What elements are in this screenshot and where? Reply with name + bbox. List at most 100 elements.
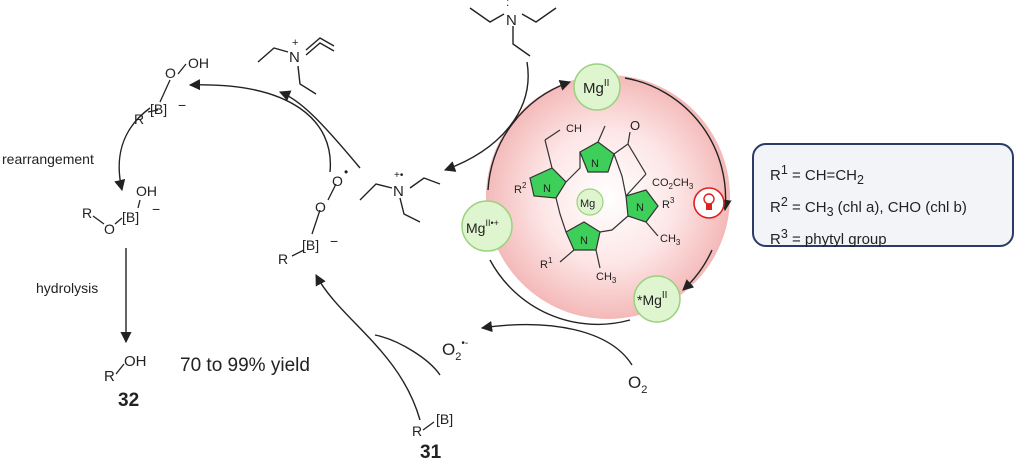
co2ch3-tail: CH: [673, 177, 689, 189]
n-label-1: N: [543, 183, 551, 195]
rearrangement-label: rearrangement: [2, 151, 94, 167]
superoxide-o: O: [442, 340, 455, 359]
hp-boron: [B]: [150, 101, 167, 117]
hp-o1: O: [165, 65, 176, 81]
perox-r: R: [278, 251, 288, 267]
mg-center-label: Mg: [580, 198, 595, 210]
sub-bond: [422, 421, 435, 431]
n-label-4: N: [580, 235, 588, 247]
r2-label: R: [514, 184, 522, 196]
iminium-charge: +: [292, 37, 298, 49]
hp-oh: OH: [188, 55, 209, 71]
hydroperoxy-boronate: [147, 63, 187, 113]
bor-r: R: [82, 205, 92, 221]
mg-excited-sup: II: [662, 290, 668, 301]
legend-r2-label: R: [770, 199, 781, 216]
radical-cation-charge: +•: [394, 170, 404, 181]
ch3-bottom-sub: 3: [612, 276, 617, 285]
co2ch3-sub: 2: [669, 182, 674, 191]
cycle-arrow-lower-right: [682, 249, 713, 291]
mg-center-circle: [576, 188, 604, 216]
boronate-oxidation-arrow: [315, 274, 421, 421]
prod-bond: [115, 363, 125, 375]
perox-boron: [B]: [302, 237, 319, 253]
product-number: 32: [118, 390, 140, 411]
prod-r: R: [104, 368, 115, 385]
substrate-number: 31: [420, 442, 442, 463]
svg-text:O2: O2: [628, 373, 647, 396]
mg-radical-cation-circle: [461, 200, 513, 252]
superoxide-sub: 2: [455, 351, 461, 363]
light-bulb-icon: [693, 187, 725, 219]
triethylamine-n: N: [506, 12, 517, 29]
cycle-arc-bottom: [489, 259, 631, 326]
hp-minus: −: [178, 97, 186, 113]
rearrangement-arrow: [114, 107, 151, 192]
peroxyl-to-boronate-arrow: [188, 79, 332, 173]
perox-radical-dot: •: [344, 165, 348, 179]
co2ch3-sub2: 3: [689, 182, 694, 191]
legend-r1: R1 = CH=CH2: [770, 159, 996, 191]
sub-r: R: [412, 423, 422, 439]
radical-cation-n: N: [393, 183, 404, 200]
perox-o1: O: [315, 199, 326, 215]
amine-radical-cation: [359, 177, 441, 223]
bor-minus: −: [152, 201, 160, 217]
chlorophyll-core: [529, 125, 659, 269]
legend-r3: R3 = phytyl group: [770, 223, 996, 251]
svg-text:*MgII: *MgII: [637, 290, 667, 308]
hydrolysis-label: hydrolysis: [36, 280, 98, 296]
h3c-label: CH: [566, 123, 582, 135]
ch3-bottom-label: CH: [596, 271, 612, 283]
legend-r1-sub: 2: [856, 173, 864, 187]
legend-r2-text2: (chl a), CHO (chl b): [833, 199, 967, 216]
legend-r2-sup: 2: [780, 195, 788, 209]
legend-r3-label: R: [770, 231, 781, 248]
svg-text:CH3: CH3: [660, 233, 681, 247]
r1-label: R: [540, 259, 548, 271]
legend-r2-sub: 3: [826, 205, 834, 219]
bor-oh: OH: [136, 183, 157, 199]
mg-ground-label: Mg: [583, 80, 604, 97]
borinate-bonds: [92, 199, 141, 225]
prod-oh: OH: [124, 353, 147, 370]
legend-r2-text: = CH: [787, 199, 827, 216]
keto-o-label: O: [630, 118, 640, 133]
cycle-arrow-right: [624, 77, 732, 212]
co2ch3-label: CO: [652, 177, 669, 189]
iminium-release-arrow: [278, 90, 361, 169]
o2-sub: 2: [641, 384, 647, 396]
ch3-right-label: CH: [660, 233, 676, 245]
o2-o: O: [628, 373, 641, 392]
o2-reduction-arrow: [480, 320, 633, 366]
bor-o: O: [104, 221, 115, 237]
svg-text:R2: R2: [514, 181, 527, 196]
perox-o2: O: [332, 173, 343, 189]
r2-sup: 2: [522, 181, 527, 190]
photocatalyst-glow: [486, 75, 730, 319]
legend-r3-text: = phytyl group: [787, 231, 887, 248]
mg-ground-sup: II: [604, 78, 610, 89]
superoxide-sup: •-: [461, 338, 468, 349]
ch3-right-sub: 3: [676, 238, 681, 247]
mg-radical-cation-label: Mg: [466, 220, 485, 236]
iminium-n: N: [289, 49, 300, 66]
perox-minus: −: [330, 233, 338, 249]
legend-r3-sup: 3: [780, 227, 788, 241]
lone-pair-dots: :: [506, 0, 509, 9]
sub-boron: [B]: [436, 411, 453, 427]
r3-label: R: [662, 199, 670, 211]
legend-r1-sup: 1: [780, 163, 788, 177]
svg-text:MgII•+: MgII•+: [466, 218, 499, 236]
peroxyl-boronate-bonds: [291, 183, 337, 257]
r1-sup: 1: [548, 256, 553, 265]
mg-excited-state-circle: [633, 275, 681, 323]
legend-r1-text: = CH=CH: [787, 167, 857, 184]
svg-text:CH3: CH3: [596, 271, 617, 285]
iminium-ion: [257, 37, 335, 95]
bor-boron: [B]: [122, 209, 139, 225]
triethylamine-top: [469, 7, 557, 57]
legend-r1-label: R: [770, 167, 781, 184]
svg-text:CH: CH: [566, 123, 582, 135]
